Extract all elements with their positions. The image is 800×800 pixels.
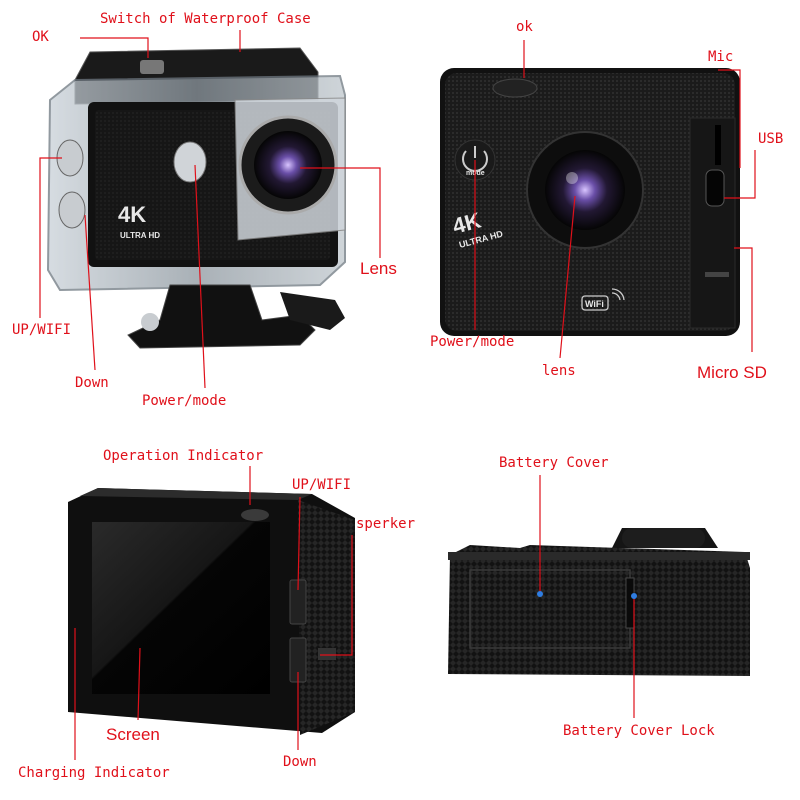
camera-back-view [68,488,355,735]
label-down-tl: Down [75,375,109,391]
label-operation-indicator: Operation Indicator [103,448,264,464]
leader-micro-sd [734,247,753,352]
leader-lens-tl [300,167,381,258]
label-up-wifi-bl: UP/WIFI [292,477,352,493]
leader-up-wifi-tl [39,157,62,318]
label-mic: Mic [708,49,734,65]
label-battery-cover-lock: Battery Cover Lock [563,723,715,739]
label-ok-tr: ok [516,19,533,35]
wifi-icon [611,288,625,301]
label-battery-cover: Battery Cover [499,455,609,471]
leader-mic [718,69,741,168]
label-power-mode-tl: Power/mode [142,393,227,409]
label-charging-indicator: Charging Indicator [18,765,170,781]
leader-power-mode-tl [194,164,206,389]
wifi-badge-print: WiFi [585,299,604,309]
leader-usb [724,150,756,199]
indicator-dots [537,591,637,599]
label-up-wifi-tl: UP/WIFI [12,322,72,338]
label-ok-tl: OK [32,29,49,45]
leader-lines [39,30,756,760]
label-power-mode-tr: Power/mode [430,334,515,350]
label-sperker: sperker [356,516,416,532]
label-micro-sd: Micro SD [697,363,767,382]
label-switch-waterproof-case: Switch of Waterproof Case [100,11,311,27]
leader-sperker [320,535,353,656]
housed-ultra-hd-print: ULTRA HD [120,231,160,240]
leader-ok-tl [80,37,149,58]
camera-bottom-view [448,528,750,676]
leader-lens-tr [559,195,576,359]
housed-camera: 4K ULTRA HD [46,47,346,349]
label-lens-tl: Lens [360,259,397,278]
leader-down-tl [84,214,96,371]
label-screen: Screen [106,725,160,744]
label-down-bl: Down [283,754,317,770]
bare-camera-front: mode 4K ULTRA HD WiFi [440,68,740,336]
label-usb: USB [758,131,784,147]
leader-up-wifi-bl [297,496,301,591]
leader-screen [137,647,141,721]
label-lens-tr: lens [542,363,576,379]
housed-4k-print: 4K [118,202,146,227]
